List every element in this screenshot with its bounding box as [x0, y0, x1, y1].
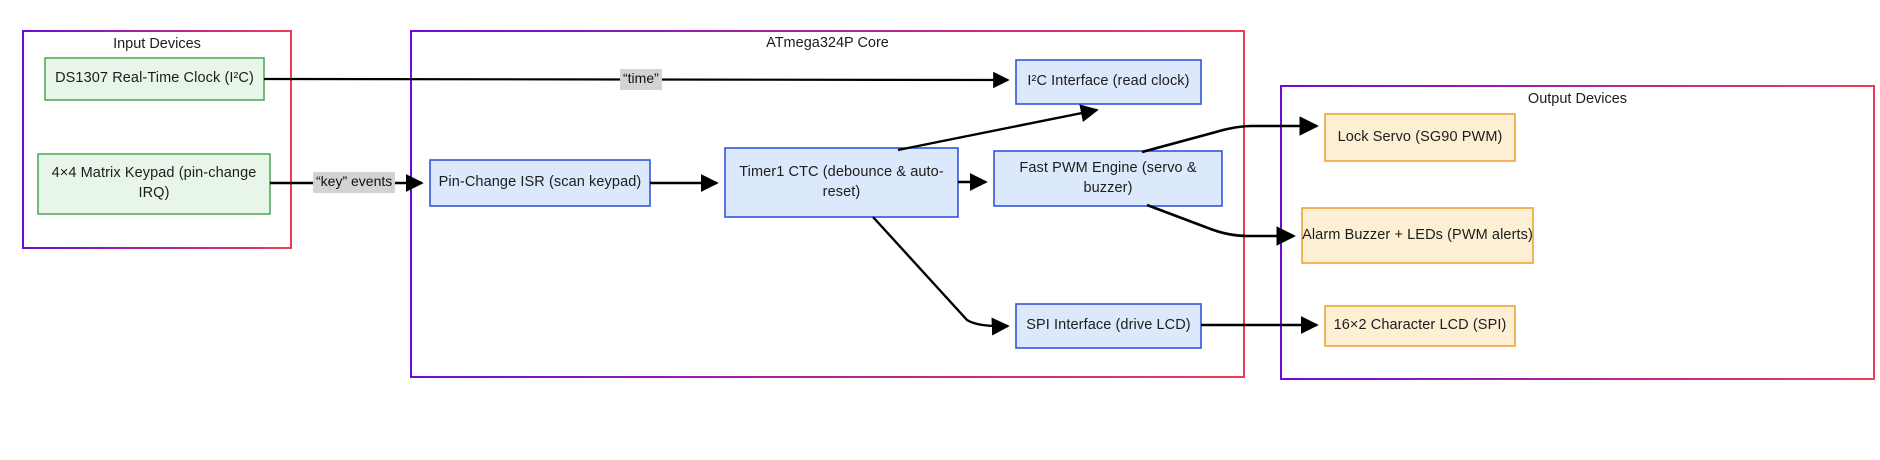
node-box-keypad[interactable]	[37, 153, 271, 215]
edge-pwm-servo	[1141, 116, 1319, 154]
edge-pwm-buzzer	[1146, 203, 1296, 246]
group-core: ATmega324P Core	[411, 31, 1244, 377]
group-title-core: ATmega324P Core	[766, 35, 889, 51]
group-title-input: Input Devices	[113, 36, 201, 52]
edge-label-time: “time”	[620, 69, 662, 90]
node-box-timer[interactable]	[724, 147, 959, 218]
edge-timer-spi	[872, 216, 1010, 336]
node-box-buzzer[interactable]	[1301, 207, 1534, 264]
group-frame-core	[410, 30, 1245, 378]
node-box-i2c[interactable]	[1015, 59, 1202, 105]
node-box-rtc[interactable]	[44, 57, 265, 101]
node-box-pwm[interactable]	[993, 150, 1223, 207]
edge-timer-i2c	[897, 104, 1099, 152]
group-frame-input	[22, 30, 292, 249]
node-box-servo[interactable]	[1324, 113, 1516, 162]
group-input: Input Devices	[23, 31, 291, 248]
edge-label-key-events: “key” events	[313, 172, 396, 193]
group-title-output: Output Devices	[1527, 91, 1628, 107]
group-output: Output Devices	[1281, 86, 1874, 379]
node-box-lcd[interactable]	[1324, 305, 1516, 347]
node-box-isr[interactable]	[429, 159, 651, 207]
